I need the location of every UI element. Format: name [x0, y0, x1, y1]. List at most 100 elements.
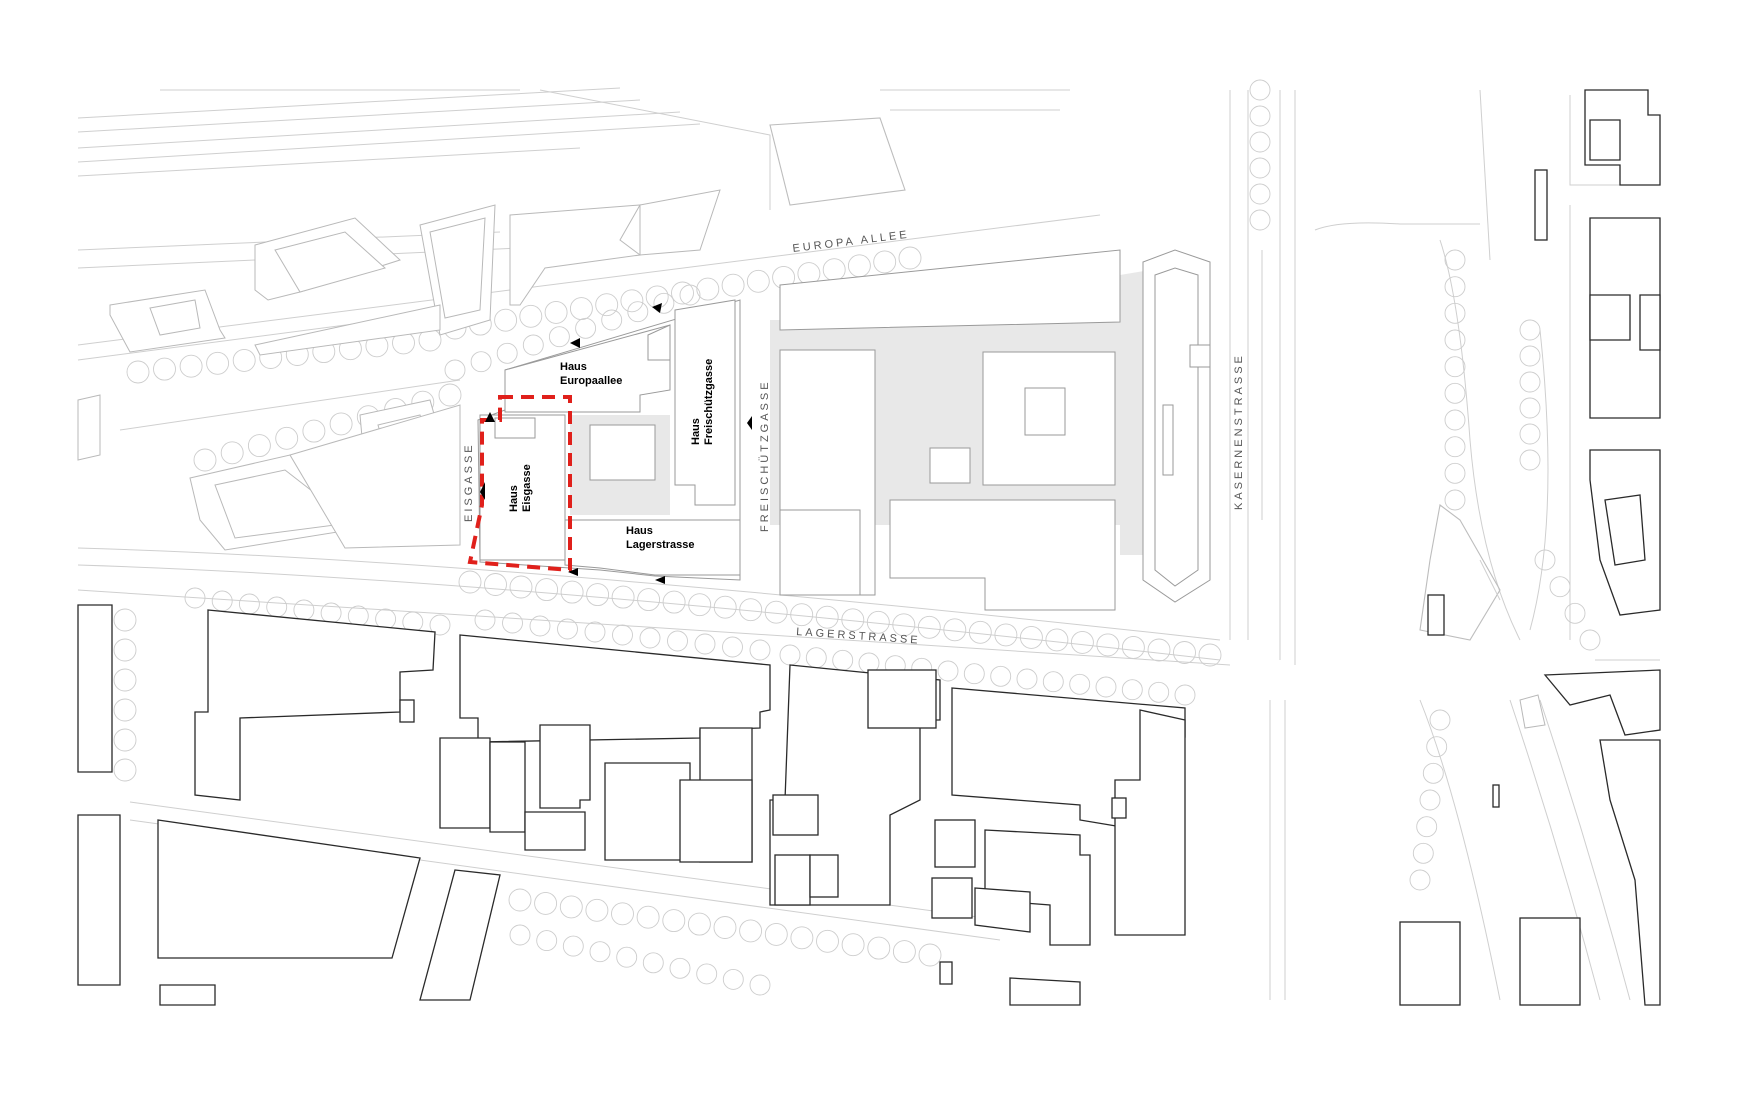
tree-marker [696, 277, 720, 301]
tree-marker [1121, 635, 1145, 659]
tree-marker [963, 663, 985, 685]
tree-marker [1249, 105, 1271, 127]
tree-marker [1519, 423, 1541, 445]
tree-marker [529, 615, 551, 637]
tree-marker [502, 612, 523, 634]
tree-marker [662, 909, 686, 933]
tree-marker [601, 309, 623, 331]
tree-marker [662, 590, 686, 614]
tree-marker [1249, 131, 1271, 153]
tree-marker [536, 930, 558, 952]
tree-marker [1444, 356, 1466, 378]
tree-marker [293, 599, 315, 621]
tree-marker [1534, 549, 1556, 571]
tree-marker [329, 412, 353, 436]
tree-marker [1096, 633, 1120, 657]
tree-marker [266, 596, 288, 618]
tree-marker [805, 647, 827, 669]
tree-marker [841, 933, 865, 957]
tree-marker [1429, 709, 1451, 731]
tree-marker [1019, 625, 1043, 649]
tree-marker [688, 593, 712, 617]
tree-marker [519, 304, 543, 328]
label-haus-europaallee: Haus Europaallee [560, 361, 622, 387]
tree-marker [113, 638, 137, 662]
tree-marker [1444, 329, 1466, 351]
tree-marker [509, 924, 531, 946]
tree-marker [595, 293, 619, 317]
tree-marker [508, 888, 532, 912]
tree-marker [126, 360, 150, 384]
tree-marker [232, 348, 256, 372]
tree-marker [1426, 736, 1448, 758]
street-trees [113, 79, 1601, 996]
central-block [770, 249, 1211, 611]
tree-marker [1249, 157, 1271, 179]
tree-marker [544, 300, 568, 324]
tree-marker [721, 273, 745, 297]
tree-marker [667, 630, 688, 652]
tree-marker [562, 935, 584, 957]
tree-marker [1095, 676, 1117, 698]
label-haus-eisgasse: Haus Eisgasse [508, 464, 533, 512]
tree-marker [943, 618, 967, 642]
tree-marker [302, 419, 326, 443]
tree-marker [1564, 602, 1586, 624]
tree-marker [470, 351, 492, 373]
tree-marker [627, 301, 649, 323]
street-label-eisgasse: EISGASSE [463, 442, 475, 522]
tree-marker [639, 627, 661, 649]
tree-marker [671, 281, 694, 305]
tree-marker [1147, 638, 1171, 662]
arrow-marker [480, 482, 485, 500]
tree-marker [822, 258, 846, 282]
tree-marker [484, 573, 507, 596]
tree-marker [1174, 684, 1196, 706]
tree-marker [713, 916, 737, 939]
label-haus-freischuetzgasse: Haus Freischützgasse [690, 359, 715, 445]
tree-marker [429, 614, 451, 636]
tree-marker [586, 583, 610, 607]
tree-marker [522, 334, 544, 356]
tree-marker [1409, 869, 1431, 891]
tree-marker [779, 644, 801, 666]
project-buildings [477, 299, 741, 581]
tree-marker [642, 952, 664, 974]
tree-marker [790, 603, 814, 627]
tree-marker [275, 426, 299, 450]
building-labels: Haus Europaallee Haus Freischützgasse Ha… [508, 359, 715, 551]
tree-marker [1070, 630, 1094, 654]
tree-marker [898, 246, 922, 270]
tree-marker [611, 902, 634, 926]
tree-marker [611, 585, 635, 609]
tree-marker [509, 575, 533, 599]
tree-marker [612, 624, 633, 646]
tree-marker [669, 957, 691, 979]
arrow-marker [747, 416, 752, 430]
tree-marker [494, 308, 518, 332]
tree-marker [841, 608, 865, 632]
tree-marker [739, 598, 763, 622]
tree-marker [1444, 489, 1466, 511]
arrow-marker [652, 303, 662, 313]
tree-marker [1069, 673, 1091, 695]
tree-marker [575, 317, 597, 339]
tree-marker [193, 448, 217, 472]
tree-marker [560, 580, 584, 604]
arrow-marker [655, 576, 665, 584]
street-label-kasernenstrasse: KASERNENSTRASSE [1233, 353, 1245, 510]
tree-marker [968, 620, 992, 644]
tree-marker [764, 922, 788, 946]
tree-marker [496, 342, 518, 364]
tree-marker [687, 912, 711, 936]
tree-marker [1519, 397, 1541, 419]
buildings-east [1519, 89, 1661, 1006]
tree-marker [1444, 382, 1466, 404]
tree-marker [184, 587, 206, 609]
tree-marker [113, 728, 137, 752]
tree-marker [1519, 345, 1541, 367]
tree-marker [918, 943, 942, 967]
tree-marker [474, 609, 496, 631]
tree-marker [713, 595, 737, 619]
